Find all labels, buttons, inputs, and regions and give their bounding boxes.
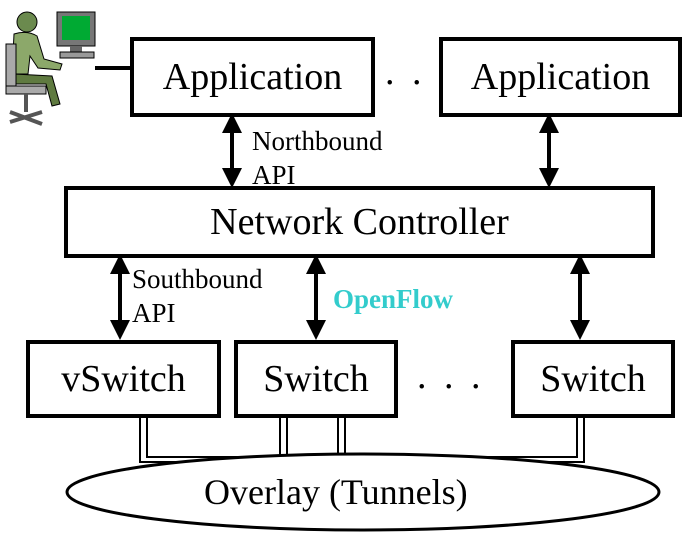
openflow-label: OpenFlow: [333, 284, 454, 314]
northbound-line2: API: [252, 160, 296, 190]
application-label: Application: [470, 56, 651, 98]
application-label: Application: [162, 56, 343, 98]
application-box-left: Application: [130, 37, 375, 117]
user-at-computer-icon: [5, 11, 96, 126]
switch-label: Switch: [263, 358, 369, 400]
network-controller-box: Network Controller: [64, 186, 655, 258]
switch-box-right: Switch: [511, 340, 675, 418]
switches-ellipsis: . . .: [417, 355, 485, 397]
overlay-label: Overlay (Tunnels): [204, 472, 468, 512]
overlay-ellipse: [65, 452, 661, 532]
network-controller-label: Network Controller: [210, 201, 509, 243]
applications-ellipsis: . . .: [385, 51, 453, 93]
application-box-right: Application: [439, 37, 682, 117]
switch-box-middle: Switch: [234, 340, 398, 418]
vswitch-box: vSwitch: [26, 340, 221, 418]
vswitch-label: vSwitch: [61, 358, 186, 400]
switch-label: Switch: [540, 358, 646, 400]
southbound-api-label: Southbound API: [132, 262, 263, 330]
southbound-line2: API: [132, 298, 176, 328]
northbound-line1: Northbound: [252, 126, 383, 156]
northbound-api-label: Northbound API: [252, 124, 383, 192]
southbound-line1: Southbound: [132, 264, 263, 294]
